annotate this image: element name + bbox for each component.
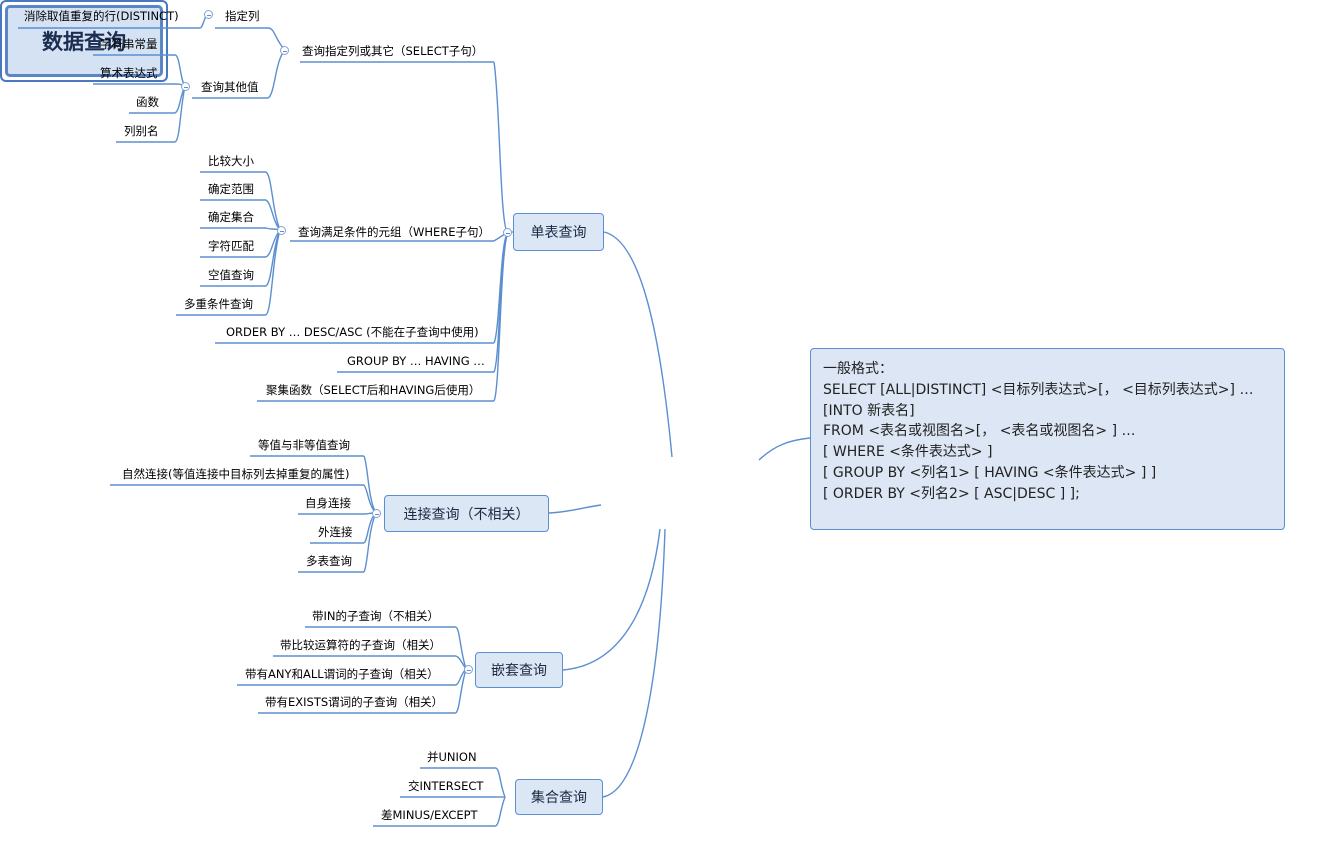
- node-specify-columns[interactable]: 指定列: [225, 9, 260, 23]
- node-function[interactable]: 函数: [136, 95, 159, 109]
- node-query-other-values[interactable]: 查询其他值: [201, 80, 259, 94]
- note-line: SELECT [ALL|DISTINCT] <目标列表达式>[， <目标列表达式…: [823, 381, 1254, 398]
- node-exists-subquery[interactable]: 带有EXISTS谓词的子查询（相关）: [265, 695, 444, 709]
- node-column-alias[interactable]: 列别名: [124, 124, 159, 138]
- node-join-label: 连接查询（不相关）: [403, 506, 530, 523]
- note-line: [INTO 新表名]: [823, 402, 915, 419]
- collapse-toggle-icon[interactable]: [372, 509, 381, 518]
- node-single-table-query[interactable]: 单表查询: [513, 213, 604, 251]
- node-range[interactable]: 确定范围: [208, 182, 254, 196]
- note-line: [ WHERE <条件表达式> ]: [823, 444, 993, 461]
- note-general-format[interactable]: 一般格式： SELECT [ALL|DISTINCT] <目标列表达式>[， <…: [810, 348, 1285, 530]
- central-node[interactable]: 数据查询: [0, 0, 168, 82]
- connector-central-join: [548, 504, 602, 514]
- note-line: [ GROUP BY <列名1> [ HAVING <条件表达式> ] ]: [823, 464, 1157, 481]
- note-line: 一般格式：: [823, 361, 893, 377]
- collapse-toggle-icon[interactable]: [280, 46, 289, 55]
- node-nested-label: 嵌套查询: [491, 663, 547, 679]
- note-line: [ ORDER BY <列名2> [ ASC|DESC ] ];: [823, 485, 1080, 502]
- node-intersect[interactable]: 交INTERSECT: [408, 779, 484, 793]
- node-comparison-subquery[interactable]: 带比较运算符的子查询（相关）: [280, 638, 441, 652]
- node-outer-join[interactable]: 外连接: [318, 525, 353, 539]
- node-minus-except[interactable]: 差MINUS/EXCEPT: [381, 808, 478, 822]
- node-set-query[interactable]: 集合查询: [515, 779, 603, 815]
- collapse-toggle-icon[interactable]: [464, 665, 473, 674]
- node-arithmetic-expression[interactable]: 算术表达式: [100, 66, 158, 80]
- node-natural-join[interactable]: 自然连接(等值连接中目标列去掉重复的属性): [122, 467, 350, 481]
- node-order-by[interactable]: ORDER BY … DESC/ASC (不能在子查询中使用): [226, 325, 479, 339]
- collapse-toggle-icon[interactable]: [277, 226, 286, 235]
- connector-central-note: [758, 437, 811, 461]
- central-title: 数据查询: [5, 5, 163, 77]
- connector-central-single: [603, 231, 673, 458]
- node-join-query[interactable]: 连接查询（不相关）: [384, 495, 549, 532]
- connector-central-nested: [562, 528, 661, 671]
- node-select-clause[interactable]: 查询指定列或其它（SELECT子句）: [302, 44, 484, 58]
- node-multi-table[interactable]: 多表查询: [306, 554, 352, 568]
- connector-central-set: [602, 528, 666, 798]
- collapse-toggle-icon[interactable]: [503, 228, 512, 237]
- collapse-toggle-icon[interactable]: [204, 10, 213, 19]
- node-null-query[interactable]: 空值查询: [208, 268, 254, 282]
- node-set-membership[interactable]: 确定集合: [208, 210, 254, 224]
- node-in-subquery[interactable]: 带IN的子查询（不相关）: [312, 609, 439, 623]
- node-single-table-label: 单表查询: [530, 225, 587, 241]
- node-where-clause[interactable]: 查询满足条件的元组（WHERE子句）: [298, 225, 491, 239]
- node-equi-join[interactable]: 等值与非等值查询: [258, 438, 350, 452]
- node-string-constant[interactable]: 字符串常量: [100, 37, 158, 51]
- node-self-join[interactable]: 自身连接: [305, 496, 351, 510]
- node-compare[interactable]: 比较大小: [208, 154, 254, 168]
- node-distinct[interactable]: 消除取值重复的行(DISTINCT): [24, 9, 179, 23]
- node-set-label: 集合查询: [531, 790, 587, 806]
- node-group-by[interactable]: GROUP BY … HAVING …: [347, 354, 485, 368]
- node-nested-query[interactable]: 嵌套查询: [475, 652, 563, 688]
- note-line: FROM <表名或视图名>[， <表名或视图名> ] …: [823, 423, 1136, 440]
- node-aggregate-functions[interactable]: 聚集函数（SELECT后和HAVING后使用）: [266, 383, 481, 397]
- collapse-toggle-icon[interactable]: [181, 82, 190, 91]
- node-multi-condition[interactable]: 多重条件查询: [184, 297, 253, 311]
- node-any-all-subquery[interactable]: 带有ANY和ALL谓词的子查询（相关）: [245, 667, 439, 681]
- node-string-match[interactable]: 字符匹配: [208, 239, 254, 253]
- node-union[interactable]: 并UNION: [427, 750, 477, 764]
